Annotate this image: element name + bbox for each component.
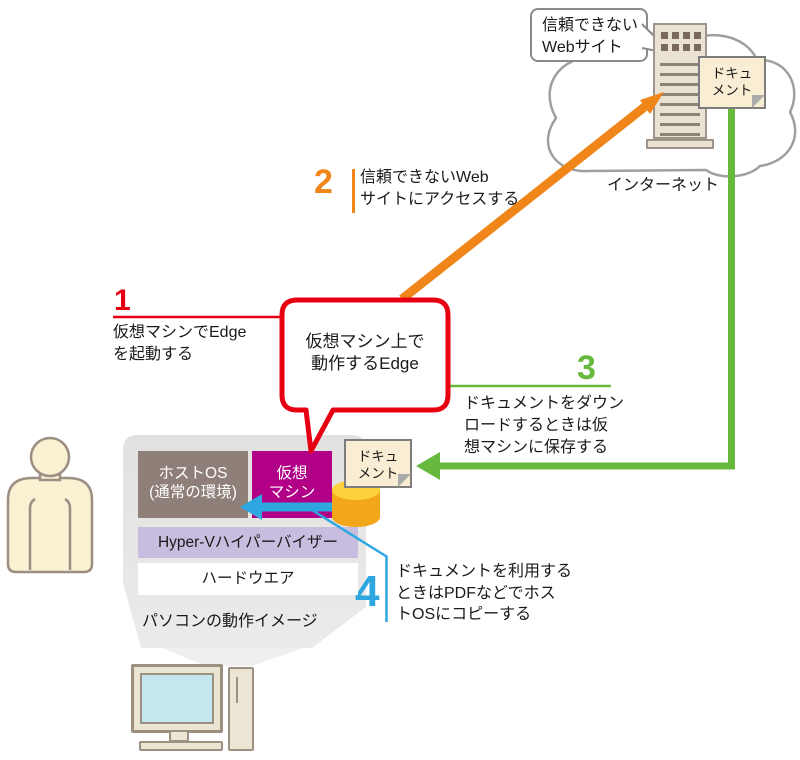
untrusted-website-line1: 信頼できない (542, 17, 639, 34)
monitor-screen (140, 673, 214, 724)
virtual-machine-box: 仮想 マシン (252, 451, 332, 518)
hypervisor-box: Hyper-Vハイパーバイザー (138, 527, 358, 558)
monitor-frame (131, 664, 223, 733)
internet-document-line1: ドキュ (711, 66, 753, 81)
edge-bubble-shape (279, 297, 451, 454)
untrusted-website-line2: Webサイト (542, 39, 623, 56)
hardware-box: ハードウエア (138, 563, 358, 595)
step2-label: 信頼できないWeb サイトにアクセスする (360, 169, 520, 208)
pc-caption: パソコンの動作イメージ (142, 613, 318, 630)
step3-label: ドキュメントをダウン ロードするときは仮 想マシンに保存する (464, 395, 625, 456)
untrusted-website-bubble: 信頼できない Webサイト (530, 8, 648, 62)
server-base (646, 139, 714, 149)
internet-document-icon: ドキュ メント (698, 56, 766, 109)
pc-tower (228, 667, 254, 751)
step3-number: 3 (577, 349, 596, 387)
step4-number: 4 (355, 567, 380, 616)
internet-label: インターネット (607, 177, 720, 194)
step4-label: ドキュメントを利用する ときはPDFなどでホス トOSにコピーする (396, 563, 573, 623)
monitor-base (139, 741, 223, 751)
edge-bubble-label: 仮想マシン上で 動作するEdge (305, 332, 425, 373)
step1-label: 仮想マシンでEdge を起動する (113, 324, 247, 363)
step2-divider (352, 169, 355, 213)
host-os-box: ホストOS (通常の環境) (138, 451, 248, 518)
download-arrowhead (416, 452, 440, 480)
document-fold (752, 95, 765, 108)
person-icon (6, 436, 94, 574)
document-fold (398, 474, 411, 487)
step1-number: 1 (114, 284, 131, 317)
step2-number: 2 (314, 163, 333, 201)
vm-document-icon: ドキュ メント (344, 439, 412, 488)
computer-icon (131, 664, 255, 754)
